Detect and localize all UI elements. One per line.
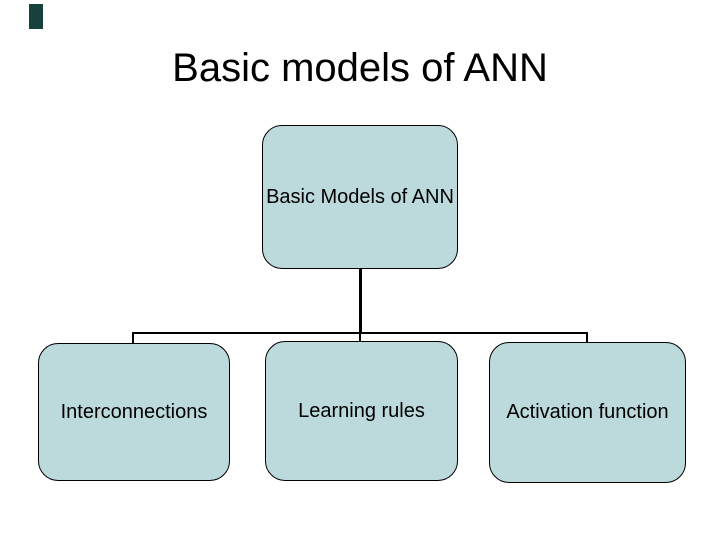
connector-left-stub xyxy=(132,332,134,344)
connector-middle-stub xyxy=(359,332,361,342)
diagram-node-interconnections-label: Interconnections xyxy=(60,400,208,423)
slide-title: Basic models of ANN xyxy=(172,46,548,90)
diagram-node-learning-rules: Learning rules xyxy=(265,341,458,481)
diagram-node-interconnections: Interconnections xyxy=(38,343,230,481)
diagram-node-root: Basic Models of ANN xyxy=(262,125,458,269)
diagram-node-activation-function: Activation function xyxy=(489,342,686,483)
connector-right-stub xyxy=(586,332,588,343)
corner-accent-mark xyxy=(29,4,43,29)
connector-root-vertical xyxy=(359,268,362,334)
diagram-node-learning-rules-label: Learning rules xyxy=(298,399,425,422)
diagram-node-root-label: Basic Models of ANN xyxy=(266,185,454,208)
diagram-node-activation-function-label: Activation function xyxy=(506,401,669,423)
